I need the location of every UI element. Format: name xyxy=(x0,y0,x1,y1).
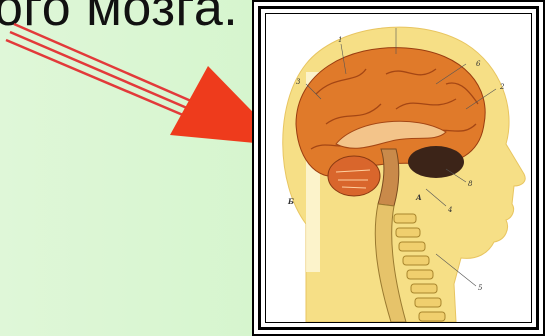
label-B: Б xyxy=(287,197,294,206)
brain-illustration: 3 1 6 2 8 4 5 А Б xyxy=(266,14,531,322)
label-4: 4 xyxy=(447,206,452,214)
label-5: 5 xyxy=(478,284,483,292)
label-A: А xyxy=(415,193,422,202)
label-1: 1 xyxy=(338,36,342,44)
label-2: 2 xyxy=(499,83,505,91)
label-3: 3 xyxy=(296,78,301,86)
slide-heading: ого мозга. xyxy=(0,0,238,38)
cerebellum xyxy=(328,156,380,196)
arrow-shaft xyxy=(6,24,198,118)
brainstem-area xyxy=(408,146,464,178)
label-8: 8 xyxy=(468,180,473,188)
label-6: 6 xyxy=(476,60,481,68)
